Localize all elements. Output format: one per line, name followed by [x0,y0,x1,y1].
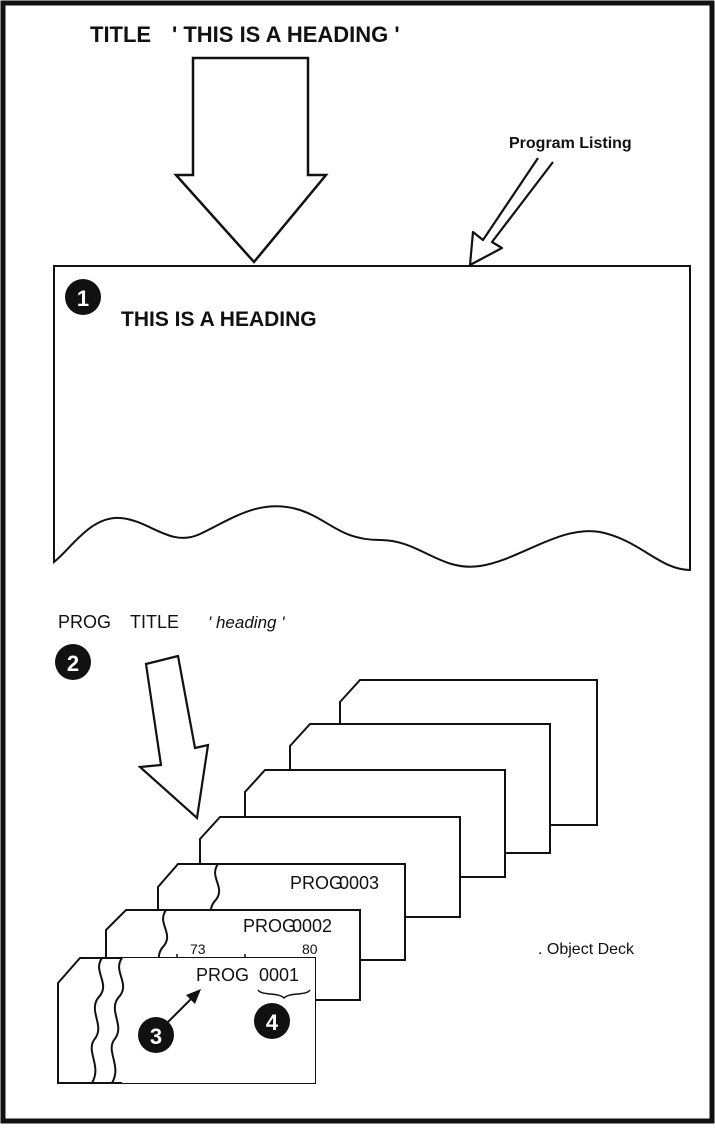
card-0002-sequence: 0002 [292,916,332,936]
card-0003-label: PROG [290,873,343,893]
callout-3-number: 3 [150,1024,162,1049]
callout-3-arrowhead-icon [186,989,201,1004]
card-0001-sequence: 0001 [259,965,299,985]
card-0003-sequence: 0003 [339,873,379,893]
sequence-brace-icon [257,989,311,1000]
listing-heading: THIS IS A HEADING [121,308,317,331]
program-listing-label: Program Listing [509,135,632,152]
deck-card-0001 [122,958,315,1083]
callout-3-badge [138,1017,174,1053]
statement-keyword: TITLE [130,612,179,632]
card-0002-label: PROG [243,916,296,936]
top-statement-keyword: TITLE [90,22,151,47]
slanted-down-arrow-icon [137,654,210,821]
callout-4-number: 4 [266,1010,279,1035]
card-0001-tear-edge-icon [90,957,105,1084]
column-end-label: 80 [302,941,318,957]
callout-1-number: 1 [77,286,89,311]
callout-1-badge [65,279,101,315]
card-0001-tear-icon [110,957,125,1084]
card-0001-label: PROG [196,965,249,985]
column-start-label: 73 [190,941,206,957]
callout-2-number: 2 [67,651,79,676]
callout-2-badge [55,644,91,680]
down-arrow-icon [173,56,329,264]
statement-operand: ' heading ' [208,613,285,632]
program-listing-paper [53,265,691,572]
statement-name: PROG [58,612,111,632]
object-deck-label: . Object Deck [538,941,635,958]
top-statement-operand: ' THIS IS A HEADING ' [172,22,400,47]
callout-4-badge [254,1003,290,1039]
